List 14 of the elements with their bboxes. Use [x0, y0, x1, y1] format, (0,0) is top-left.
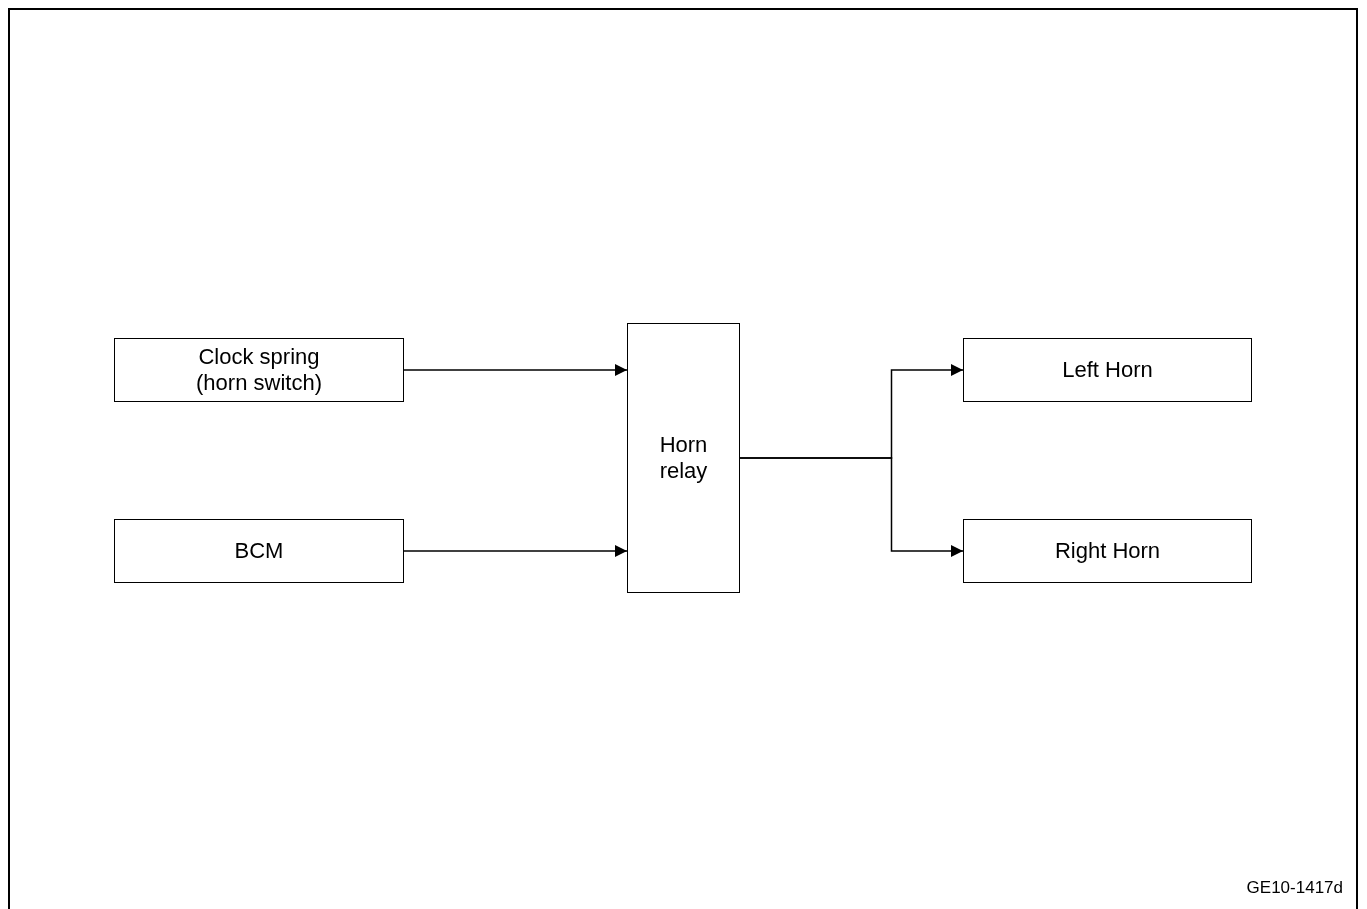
block-box — [114, 338, 404, 402]
block-label: Left Horn — [1062, 357, 1153, 383]
block-box — [627, 323, 740, 593]
figure-code: GE10-1417d — [1246, 878, 1343, 898]
block-label: Clock spring (horn switch) — [195, 344, 323, 396]
block-label: BCM — [234, 538, 284, 564]
block-label: Horn relay — [658, 432, 709, 484]
block-box — [114, 519, 404, 583]
block-label: Right Horn — [1054, 538, 1161, 564]
arrow — [403, 364, 628, 376]
block-box — [963, 519, 1252, 583]
arrow — [739, 457, 964, 557]
block-box — [963, 338, 1252, 402]
arrow — [403, 545, 628, 557]
